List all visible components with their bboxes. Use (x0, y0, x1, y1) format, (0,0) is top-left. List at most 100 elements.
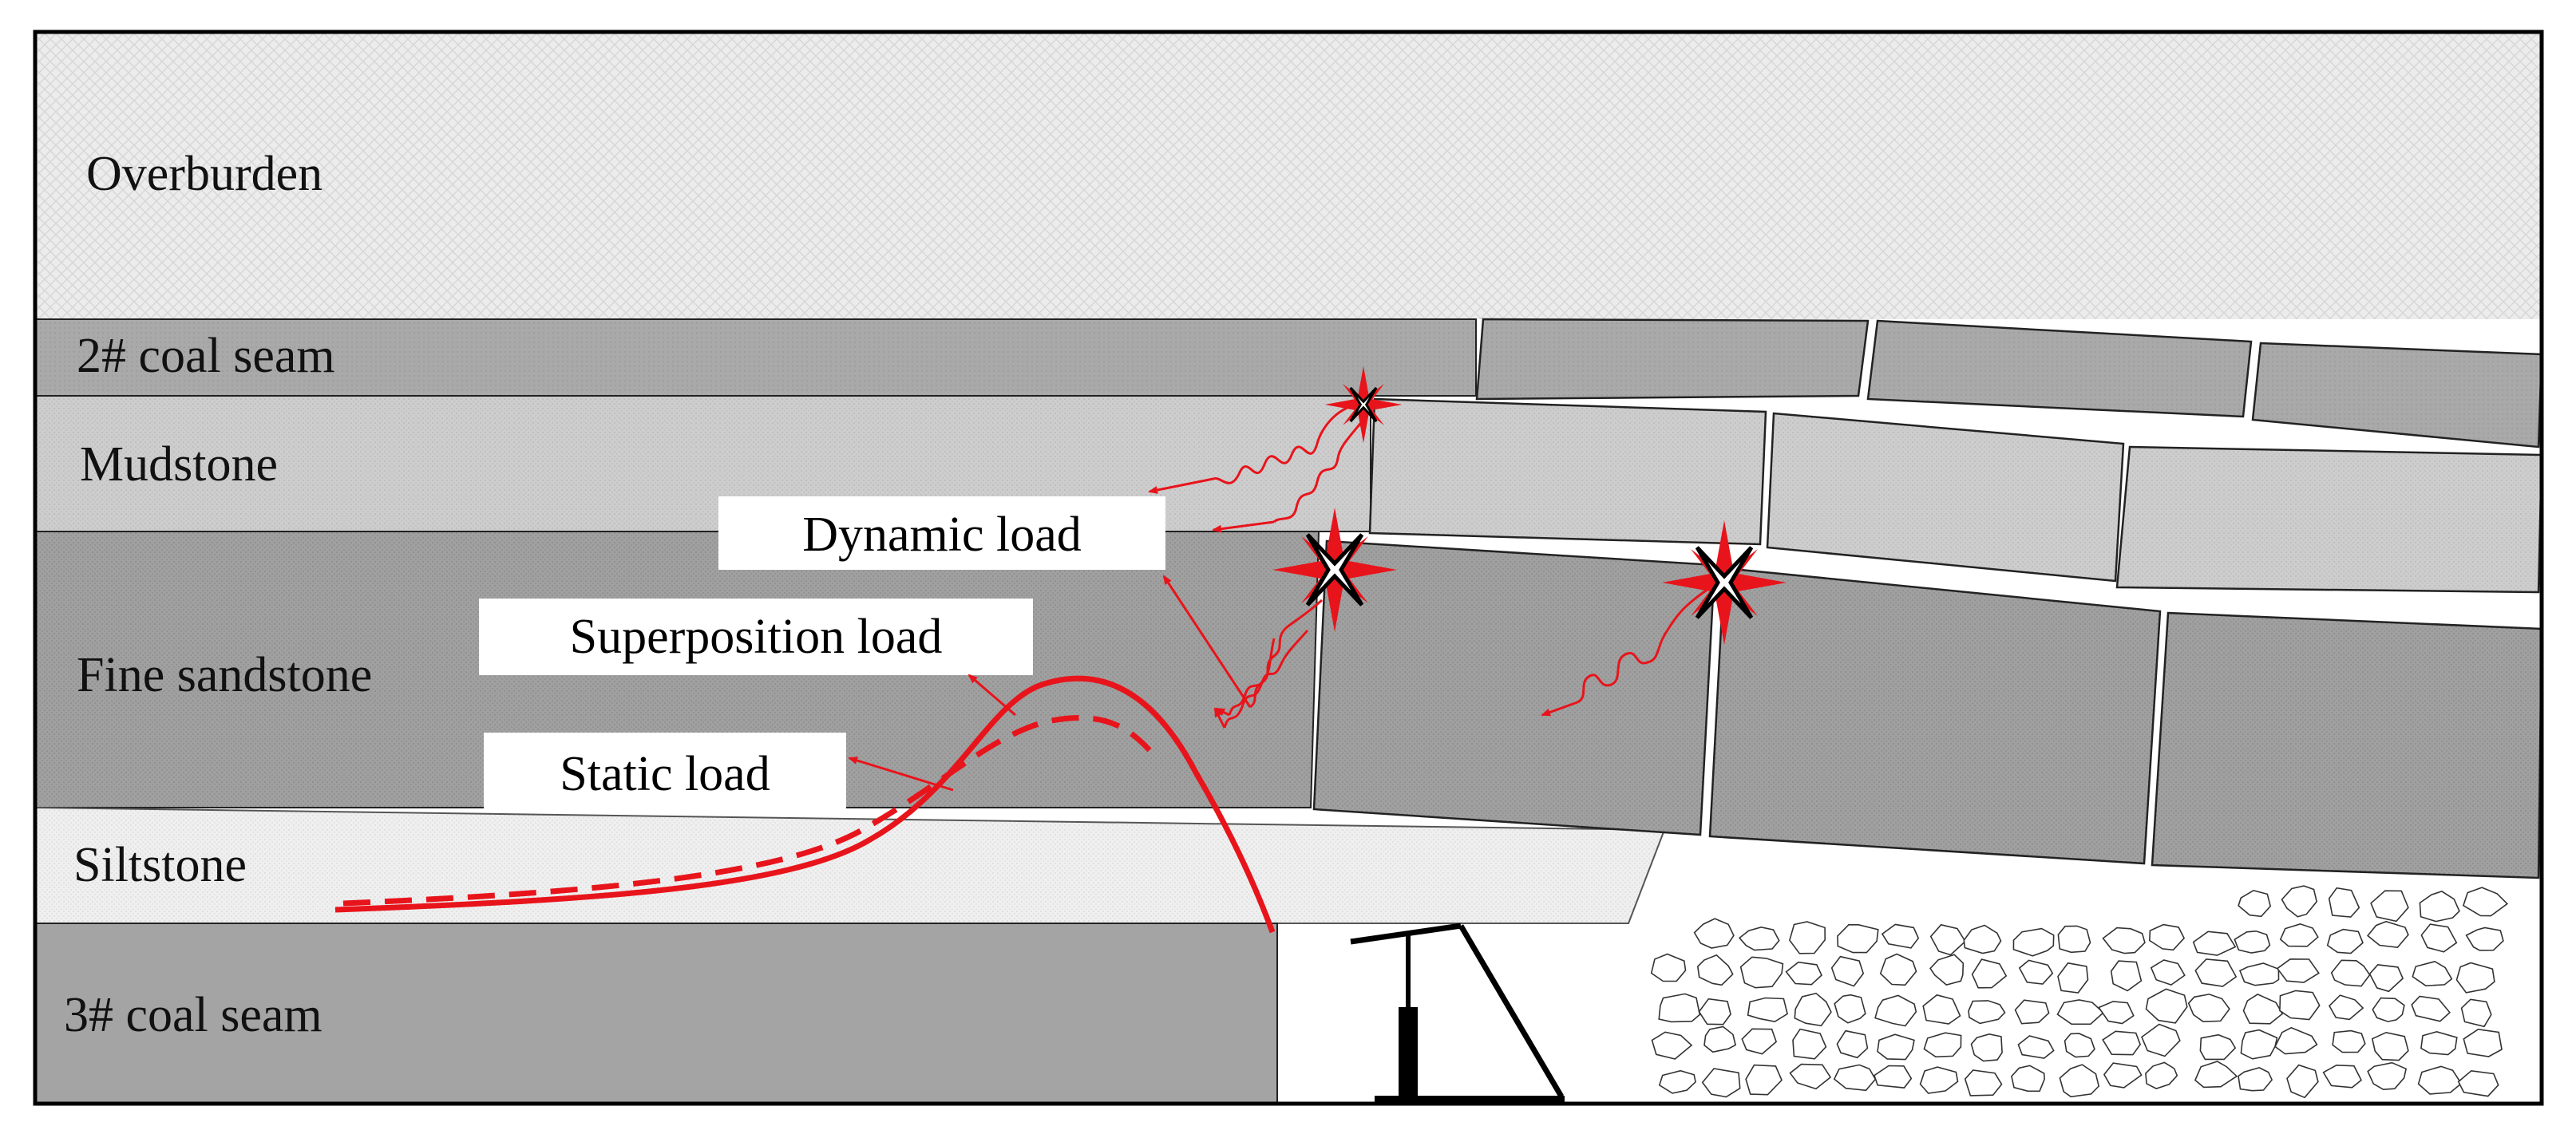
rubble-stone (2420, 923, 2458, 953)
rubble-stone (1794, 992, 1832, 1027)
rubble-stone (2419, 891, 2460, 923)
rubble-stone (2240, 1029, 2278, 1060)
rubble-stone (2097, 1001, 2135, 1025)
broken-blocks (1312, 318, 2543, 879)
rubble-stone (2332, 1029, 2366, 1053)
overburden-label: Overburden (86, 147, 322, 201)
rubble-stone (2238, 889, 2272, 918)
mudstone-label: Mudstone (80, 437, 278, 492)
coal-seam-3-layer (34, 923, 1278, 1104)
rubble-stone (2194, 1061, 2238, 1089)
rubble-stone (2455, 962, 2495, 994)
rubble-stone (1874, 994, 1917, 1027)
seismic-arrow (1215, 707, 1230, 717)
rubble-stone (1698, 998, 1731, 1025)
rubble-stone (1929, 923, 1966, 956)
mudstone-block (1368, 397, 1767, 546)
seismic-arrow (1541, 701, 1578, 717)
rubble-stone (1693, 918, 1735, 949)
rubble-stone (1833, 1064, 1877, 1092)
rubble-stone (1739, 956, 1784, 989)
rubble-stone (2279, 990, 2321, 1021)
rubble-stone (1919, 1066, 1959, 1094)
fracture-star-icon (1324, 366, 1403, 444)
rubble-stone (2145, 1061, 2178, 1089)
rubble-stone (1696, 954, 1734, 986)
mudstone-block (2115, 445, 2543, 594)
sandstone-block (1708, 567, 2162, 865)
siltstone-label: Siltstone (73, 838, 247, 892)
rubble-stone (2279, 923, 2319, 947)
rubble-stone (1747, 997, 1789, 1023)
rubble-stone (2411, 995, 2451, 1022)
rubble-stone (2462, 887, 2509, 917)
rubble-stone (2465, 927, 2504, 951)
fracture-star-icon (1662, 520, 1787, 645)
rubble-stone (1701, 1068, 1741, 1098)
superposition-load-curve (334, 675, 1276, 934)
rubble-stone (2141, 1023, 2181, 1057)
rubble-stone (2242, 993, 2284, 1025)
rubble-stone (1881, 923, 1920, 949)
rubble-stone (2238, 1067, 2273, 1092)
rubble-stone (2056, 999, 2105, 1025)
rubble-stone (1877, 1033, 1915, 1061)
rubble-stone (2286, 1064, 2319, 1099)
rubble-stone (1923, 1032, 1962, 1058)
static-load-callout: Static load (484, 733, 846, 812)
rubble-stone (2199, 1033, 2237, 1061)
rubble-stone (1837, 924, 1879, 954)
rubble-stone (2367, 1061, 2408, 1091)
coal-seam-3-label: 3# coal seam (64, 988, 322, 1042)
rubble-stone (1964, 1069, 2003, 1097)
rubble-stone (2012, 927, 2055, 957)
seismic-waves (1148, 402, 1709, 729)
rubble-stone (1658, 1069, 1696, 1094)
static-load-curve (342, 714, 1152, 907)
coal-seam-2-layer (34, 318, 1477, 397)
rubble-stone (2370, 890, 2409, 923)
seismic-wave (1213, 402, 1363, 484)
rubble-stone (2420, 1030, 2458, 1056)
sandstone-block (2151, 611, 2543, 879)
rubble-stone (1789, 921, 1826, 954)
rubble-stone (1879, 953, 1917, 986)
rubble-stone (2150, 959, 2186, 986)
seismic-arrow (1148, 477, 1214, 494)
rubble-stone (2330, 959, 2371, 987)
superposition-load-callout: Superposition load (479, 599, 1033, 675)
rubble-stone (2417, 1065, 2463, 1095)
rubble-stone (2326, 928, 2364, 954)
siltstone-layer (34, 806, 1666, 924)
rubble-stone (1703, 1025, 1737, 1053)
rubble-stone (2463, 1028, 2503, 1057)
rubble-stone (2460, 998, 2492, 1028)
coal-block (1866, 319, 2253, 418)
rubble-stone (2276, 958, 2320, 983)
rubble-stone (2102, 927, 2146, 954)
mudstone-block (1766, 412, 2125, 583)
rubble-stone (1963, 924, 2002, 954)
seismic-arrow (1212, 520, 1275, 533)
rubble-stone (1836, 1029, 1869, 1059)
rubble-stone (2187, 994, 2230, 1023)
seismic-wave (1249, 599, 1324, 709)
diagram-frame (33, 30, 2544, 1106)
rubble-stone (1792, 1028, 1827, 1060)
rubble-stone (2018, 959, 2054, 985)
fine-sandstone-label: Fine sandstone (77, 648, 372, 702)
pointer-arrows (848, 674, 1016, 792)
rubble-stone (2328, 887, 2360, 918)
superposition-load-label: Superposition load (570, 610, 943, 664)
rubble-stone (2194, 958, 2238, 987)
rubble-stone (1741, 1028, 1778, 1055)
rubble-stone (2274, 1026, 2318, 1055)
rubble-stone (2110, 960, 2143, 992)
superposition-arrow (967, 674, 1016, 717)
seismic-wave (1577, 587, 1709, 704)
static-load-label: Static load (560, 747, 770, 801)
rubble-stone (2057, 962, 2089, 994)
rubble-stone (2103, 1062, 2143, 1089)
rubble-stone (2064, 1033, 2095, 1058)
